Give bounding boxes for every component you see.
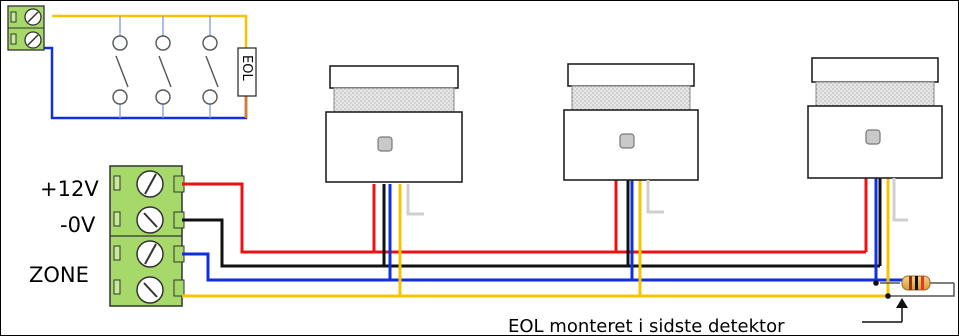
label-plus12v: +12V	[40, 177, 99, 201]
detector-3	[807, 57, 943, 222]
detector-led-icon	[865, 129, 881, 145]
eol-box-label: EOL	[239, 55, 254, 81]
eol-box	[237, 47, 257, 97]
detector-led-icon	[377, 136, 393, 152]
main-terminal-block	[109, 165, 185, 307]
label-zone: ZONE	[29, 263, 89, 287]
label-0v: -0V	[60, 213, 96, 237]
eol-callout-arrow	[862, 298, 908, 323]
bus-wires	[182, 178, 906, 298]
detector-2	[563, 63, 699, 214]
detector-1	[325, 65, 463, 216]
eol-note-label: EOL monteret i sidste detektor	[508, 316, 785, 336]
contact-schematic: EOL	[7, 5, 257, 120]
eol-resistor	[873, 275, 955, 299]
detector-led-icon	[619, 133, 635, 149]
